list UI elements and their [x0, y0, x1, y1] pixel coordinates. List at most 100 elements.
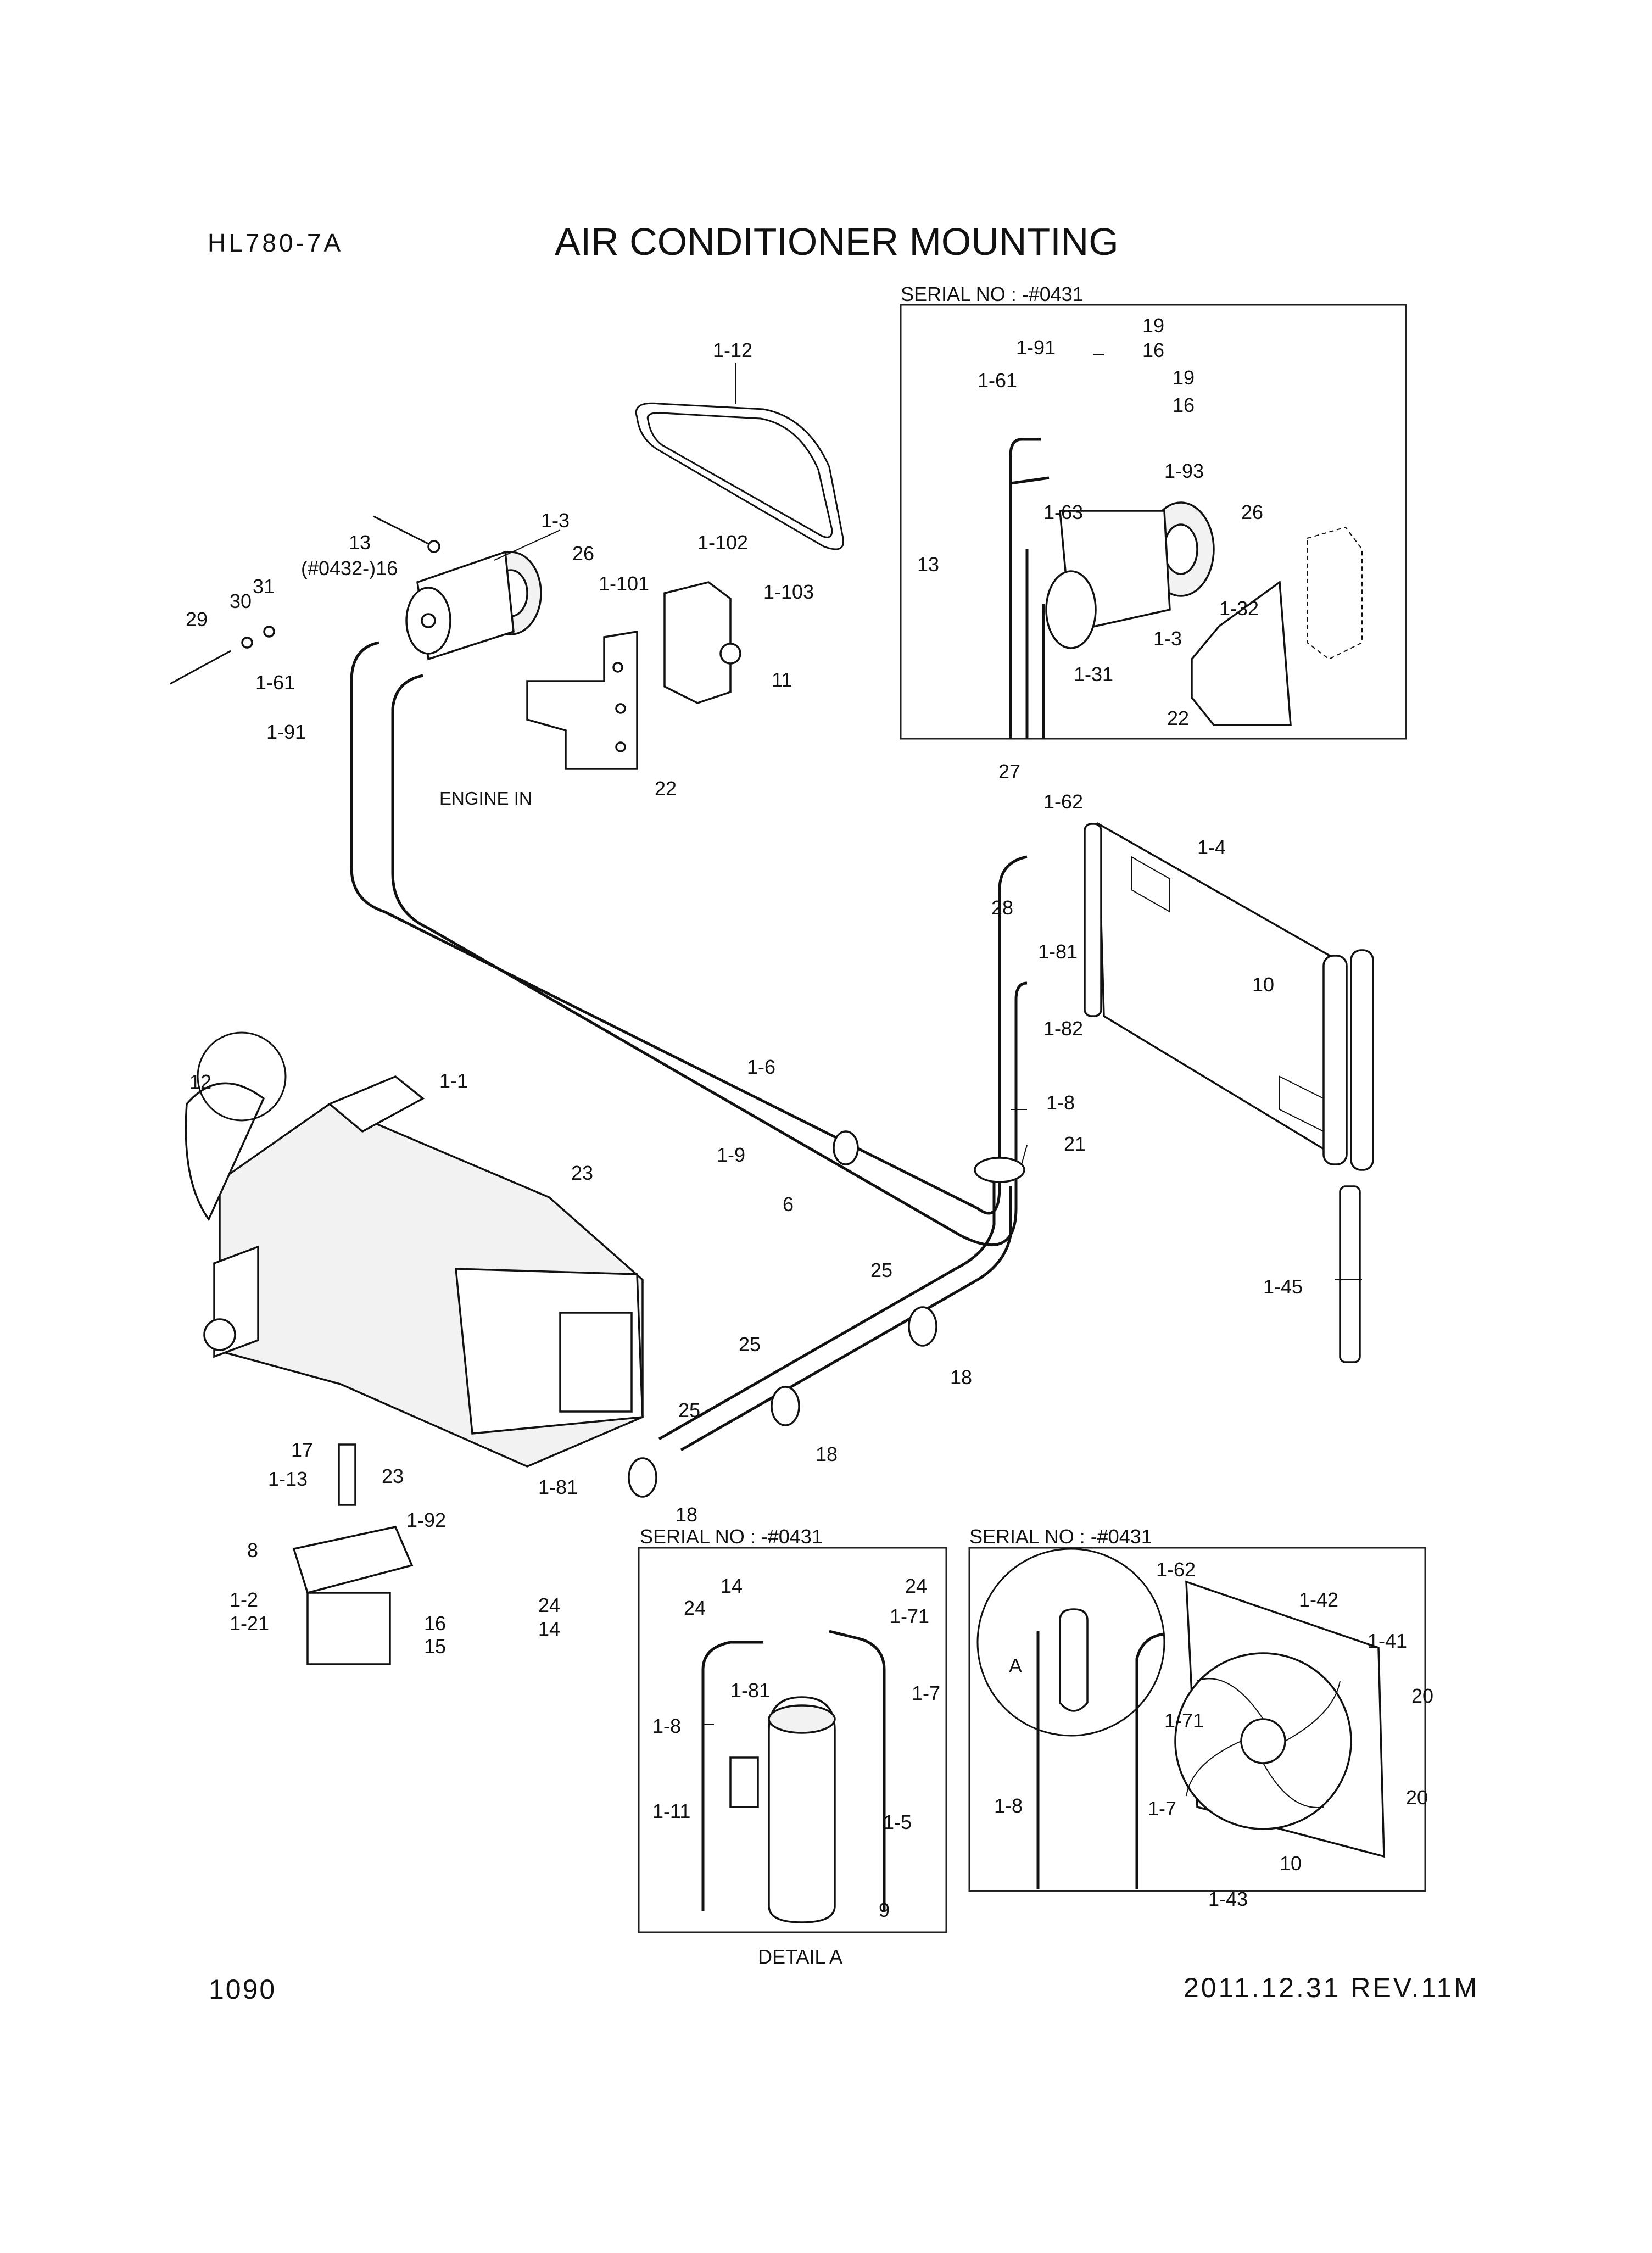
- callout: 25: [739, 1333, 761, 1356]
- callout: 16: [1173, 394, 1195, 416]
- callout: 1-21: [230, 1612, 269, 1635]
- callout: 1-91: [266, 721, 306, 743]
- callout: 24: [684, 1597, 706, 1619]
- callouts-main: 1-12 1-3 13 (#0432-)16 31 30 29 26 1-101…: [186, 339, 1303, 1658]
- callout: 1-81: [538, 1476, 578, 1498]
- callout: 1-32: [1219, 597, 1259, 620]
- callout: 8: [247, 1539, 258, 1562]
- callout: 18: [816, 1443, 838, 1465]
- callout: 22: [655, 777, 677, 800]
- callout: 25: [678, 1399, 700, 1421]
- callout: 13: [349, 531, 371, 554]
- callout: 1-2: [230, 1588, 258, 1611]
- callout: 1-45: [1263, 1275, 1303, 1298]
- callouts-top-right: 19 16 1-91 19 16 1-61 1-93 1-63 26 13 1-…: [917, 314, 1263, 729]
- callout: 10: [1252, 973, 1274, 996]
- callout: 1-6: [747, 1056, 775, 1078]
- callout: (#0432-)16: [301, 557, 398, 579]
- compressor-bracket-icon: [526, 630, 638, 770]
- callout: 31: [253, 575, 275, 598]
- callout: 1-7: [912, 1682, 940, 1704]
- inset-hose-1-7: [1135, 1632, 1165, 1889]
- condenser-icon: [1084, 822, 1374, 1171]
- callout: 24: [905, 1575, 927, 1597]
- callout: 1-8: [652, 1715, 681, 1737]
- bolt-29-icon: [170, 650, 231, 685]
- callout: 1-11: [652, 1800, 690, 1822]
- bolt-13-icon: [373, 515, 429, 545]
- callout: 1-81: [1038, 940, 1078, 963]
- detail-circle-icon: [197, 1031, 287, 1122]
- callout: 14: [538, 1618, 560, 1640]
- callout: 1-12: [713, 339, 752, 361]
- callout: 1-103: [763, 581, 814, 603]
- callout: 9: [879, 1899, 890, 1921]
- callout: 1-62: [1043, 790, 1083, 813]
- condenser-fan-icon: [1174, 1580, 1385, 1858]
- callout: 26: [572, 542, 594, 565]
- clamp-6-icon: [833, 1130, 859, 1165]
- callout: 1-4: [1197, 836, 1226, 858]
- callout: 21: [1064, 1133, 1086, 1155]
- refrigerant-hoses: [350, 641, 1028, 1452]
- callout: 14: [721, 1575, 743, 1597]
- callout: 23: [571, 1162, 593, 1184]
- clamp-18-icon: [771, 1386, 800, 1426]
- callout: 15: [424, 1635, 446, 1658]
- callout: 1-31: [1074, 663, 1113, 685]
- detail-a-caption: DETAIL A: [758, 1945, 842, 1968]
- clamp-18-icon: [628, 1457, 657, 1498]
- drain-hose-icon: [1339, 1185, 1361, 1363]
- model-code: HL780-7A: [208, 228, 344, 257]
- detail-a-marker: A: [1009, 1654, 1022, 1677]
- inset-hose-icon: [1009, 438, 1041, 739]
- callout: 20: [1411, 1685, 1433, 1707]
- callout: 1-71: [1164, 1709, 1204, 1732]
- callout: 1-5: [883, 1811, 912, 1833]
- detail-hose-1-7: [829, 1630, 886, 1911]
- washer-icon: [263, 626, 275, 638]
- inset-ghost-bracket-icon: [1307, 526, 1363, 660]
- hvac-unit-icon: [185, 1075, 644, 1468]
- drain-tube-icon: [338, 1443, 356, 1506]
- callout: 22: [1167, 707, 1189, 729]
- small-drier-icon: [1059, 1608, 1089, 1712]
- callout: 20: [1406, 1786, 1428, 1809]
- callout: 1-61: [255, 671, 295, 694]
- clamp-18-icon: [908, 1306, 937, 1347]
- inset-serial-detail-a: SERIAL NO : -#0431: [640, 1525, 823, 1548]
- detail-a-circle-icon: [976, 1548, 1165, 1737]
- callout: 1-42: [1299, 1588, 1338, 1611]
- callout: 1-8: [1046, 1091, 1075, 1114]
- callout: 1-7: [1148, 1797, 1176, 1820]
- revision-date: 2011.12.31 REV.11M: [1184, 1972, 1480, 2003]
- callout: 12: [189, 1070, 211, 1093]
- callout: 11: [772, 668, 792, 691]
- callout: 1-81: [730, 1679, 770, 1702]
- control-panel-icon: [292, 1525, 414, 1665]
- callout: 6: [783, 1193, 794, 1215]
- callouts-bottom-right: 1-62 1-42 1-41 20 1-71 20 1-8 1-7 10 1-4…: [994, 1558, 1433, 1910]
- callout: 16: [424, 1612, 446, 1635]
- callout: 1-41: [1368, 1630, 1407, 1652]
- callout: 18: [950, 1366, 972, 1388]
- callout: 25: [870, 1259, 892, 1281]
- callout: 30: [230, 590, 252, 612]
- callout: 1-91: [1016, 336, 1056, 359]
- callout: 16: [1142, 339, 1164, 361]
- callout: 13: [917, 553, 939, 576]
- callout: 1-1: [439, 1069, 468, 1092]
- drive-belt-icon: [635, 402, 845, 550]
- callouts-detail-a: 14 24 24 1-71 1-81 1-7 1-8 1-11 1-5 9: [652, 1575, 940, 1921]
- callout: 17: [291, 1438, 313, 1461]
- clamp-21-icon: [974, 1157, 1025, 1183]
- callout: 1-63: [1043, 501, 1083, 523]
- callout: 23: [382, 1465, 404, 1487]
- callout: 27: [998, 760, 1020, 783]
- inset-compressor-icon: [1045, 501, 1292, 726]
- callout: 1-3: [1153, 627, 1182, 650]
- callout: 1-62: [1156, 1558, 1196, 1581]
- washer-icon: [241, 637, 253, 649]
